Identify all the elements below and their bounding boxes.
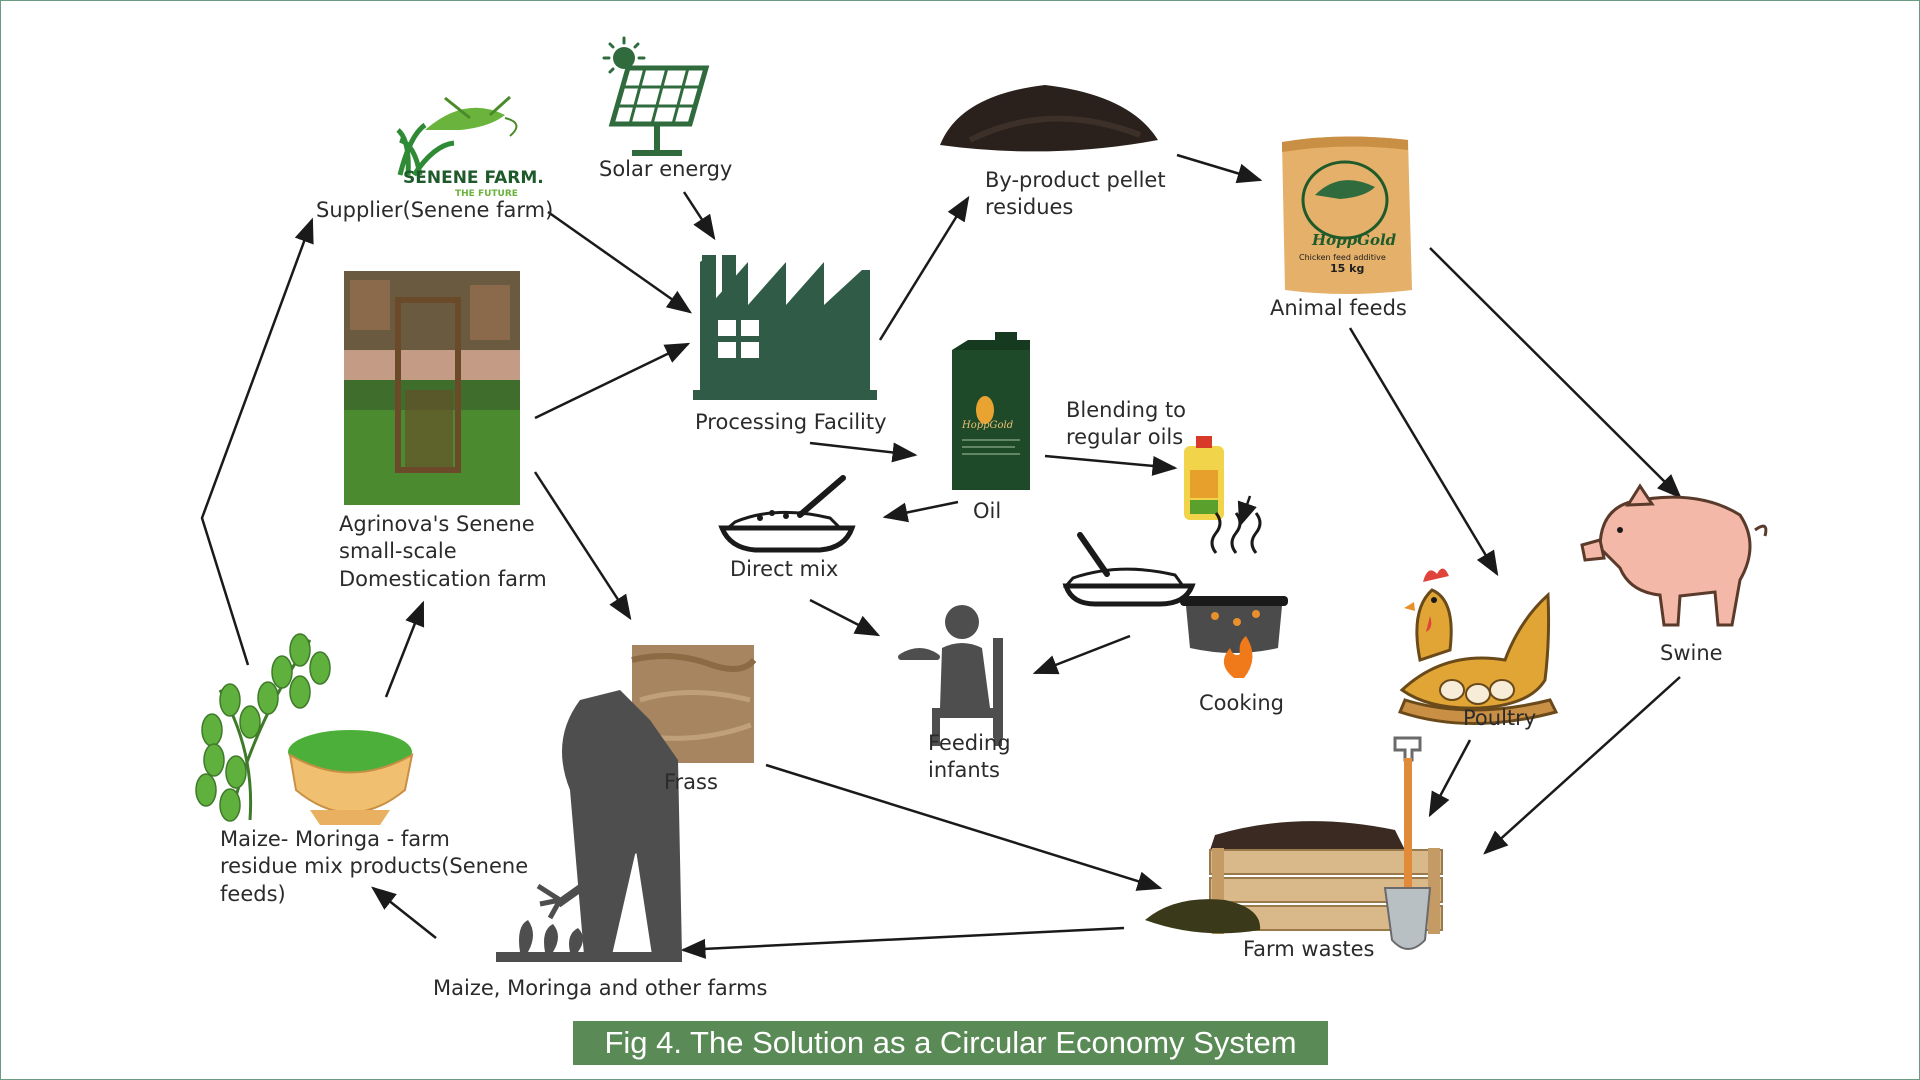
label-swine: Swine: [1660, 641, 1723, 665]
pig-icon: [1580, 483, 1768, 627]
label-blending-2: regular oils: [1066, 425, 1183, 449]
label-frass: Frass: [664, 770, 718, 794]
logo-tagline: THE FUTURE: [455, 189, 518, 199]
label-farm-wastes: Farm wastes: [1243, 937, 1375, 961]
bottle-brand: HoppGold: [961, 420, 1013, 431]
label-domestication-1: Agrinova's Senene: [339, 512, 535, 536]
arrow-poultry-to-wastes: [1428, 739, 1472, 818]
arrow-moringa-to-supplier: [200, 217, 314, 666]
moringa-leaves-icon: [195, 633, 414, 825]
arrow-domestication-to-frass: [533, 471, 632, 621]
arrow-farms-to-moringa: [371, 886, 437, 939]
compost-crate-icon: [1145, 736, 1443, 950]
label-farms: Maize, Moringa and other farms: [433, 976, 767, 1000]
label-direct-mix: Direct mix: [730, 557, 838, 581]
arrow-domestication-to-processing: [534, 342, 691, 420]
logo-brand: SENENE FARM.: [403, 168, 544, 188]
label-blending-1: Blending to: [1066, 398, 1186, 422]
bag-brand: HoppGold: [1311, 231, 1397, 249]
arrow-solar-to-processing: [682, 191, 716, 241]
arrow-byproduct-to-feeds: [1176, 153, 1263, 184]
arrow-moringa-to-domestication: [384, 600, 425, 698]
label-solar: Solar energy: [599, 157, 732, 181]
arrow-processing-to-oil: [809, 441, 918, 463]
solar-panel-icon: [602, 36, 710, 156]
figure-caption: Fig 4. The Solution as a Circular Econom…: [573, 1021, 1328, 1065]
label-supplier: Supplier(Senene farm): [316, 198, 553, 222]
arrow-oil-to-direct-mix: [882, 500, 959, 523]
label-poultry: Poultry: [1463, 706, 1536, 730]
arrow-blending-to-cooking: [1237, 495, 1257, 528]
arrow-wastes-to-farms: [680, 926, 1125, 959]
mix-bowl-icon: [718, 475, 856, 553]
senene-farm-logo: SENENE FARM. THE FUTURE: [396, 95, 544, 199]
label-animal-feeds: Animal feeds: [1270, 296, 1407, 320]
oil-bottle-icon: HoppGold: [952, 332, 1030, 490]
label-moringa-1: Maize- Moringa - farm: [220, 827, 450, 851]
arrow-feeds-to-poultry: [1348, 327, 1499, 577]
farmer-icon: [496, 690, 682, 962]
arrow-cooking-to-feeding: [1032, 634, 1131, 675]
feed-bag-icon: HoppGold Chicken feed additive 15 kg: [1282, 136, 1412, 294]
arrows: [200, 153, 1682, 959]
label-feeding-1: Feeding: [928, 731, 1011, 755]
label-moringa-3: feeds): [220, 882, 286, 906]
labels: Supplier(Senene farm) Solar energy Proce…: [220, 157, 1723, 1000]
label-oil: Oil: [973, 499, 1001, 523]
pellet-pile-icon: [940, 85, 1158, 152]
domestication-farm-photo: [344, 271, 520, 505]
label-byproduct-2: residues: [985, 195, 1073, 219]
label-processing: Processing Facility: [695, 410, 887, 434]
hen-icon: [1397, 568, 1559, 725]
bag-line: Chicken feed additive: [1299, 253, 1386, 262]
feeding-infant-icon: [898, 605, 1003, 746]
arrow-feeds-to-swine: [1429, 247, 1682, 499]
label-byproduct-1: By-product pellet: [985, 168, 1166, 192]
arrow-processing-to-byproduct: [878, 195, 970, 341]
arrow-supplier-to-processing: [547, 210, 693, 314]
arrow-frass-to-wastes: [765, 763, 1163, 891]
label-domestication-3: Domestication farm: [339, 567, 547, 591]
label-cooking: Cooking: [1199, 691, 1284, 715]
label-moringa-2: residue mix products(Senene: [220, 854, 528, 878]
regular-oil-jug-icon: [1184, 436, 1224, 520]
cooking-pot-icon: [1062, 512, 1288, 678]
arrow-oil-to-blending: [1044, 454, 1178, 476]
label-domestication-2: small-scale: [339, 539, 457, 563]
bag-weight: 15 kg: [1330, 262, 1364, 275]
arrow-direct-mix-to-feeding: [809, 598, 881, 637]
label-feeding-2: infants: [928, 758, 1000, 782]
arrow-swine-to-wastes: [1483, 676, 1681, 855]
factory-icon: [693, 255, 877, 400]
